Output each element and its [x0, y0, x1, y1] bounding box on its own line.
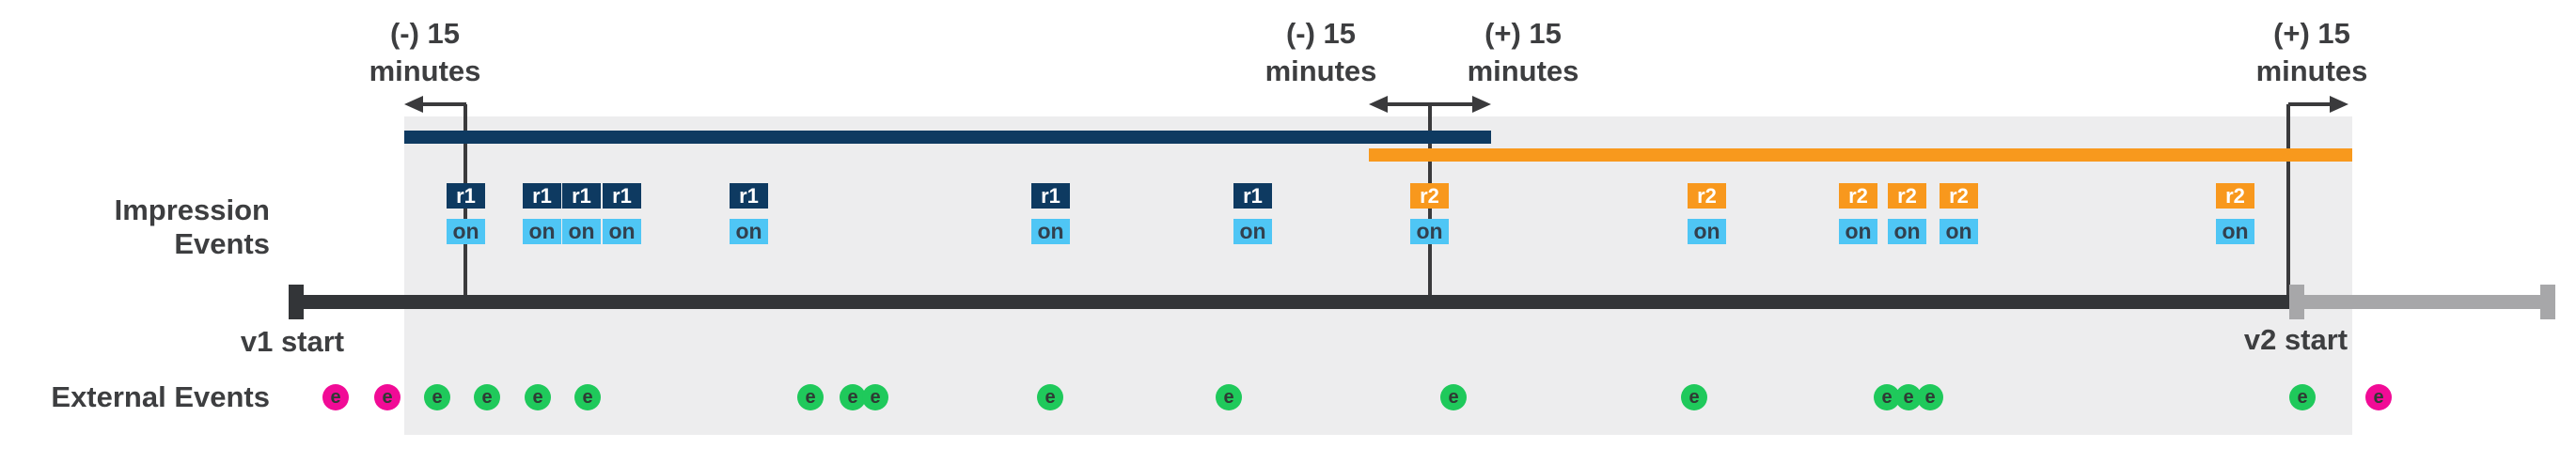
minus-15-label-middle: (-) 15 minutes	[1180, 15, 1462, 90]
arrowhead-left-icon	[404, 96, 423, 113]
impression-badge-r2: r2	[1839, 183, 1877, 209]
right-offset-arrow	[2288, 102, 2337, 106]
external-event-dot-green: e	[474, 384, 500, 410]
v1-start-tick	[289, 285, 304, 319]
impression-badge-r1: r1	[562, 183, 601, 209]
external-event-dot-green: e	[574, 384, 601, 410]
external-event-dot-green: e	[525, 384, 551, 410]
status-badge-on: on	[447, 219, 485, 244]
r1-active-bar	[404, 131, 1491, 144]
impression-badge-r1: r1	[523, 183, 561, 209]
v1-timeline-bar	[289, 295, 2289, 309]
external-event-dot-green: e	[797, 384, 824, 410]
impression-badge-r1: r1	[447, 183, 485, 209]
middle-offset-arrow	[1382, 102, 1478, 106]
external-event-dot-green: e	[862, 384, 888, 410]
plus-15-line1: (+) 15	[2273, 17, 2350, 50]
status-badge-on: on	[1688, 219, 1726, 244]
minus-15-line2: minutes	[369, 54, 481, 87]
status-badge-on: on	[1233, 219, 1272, 244]
plus-15-label-right: (+) 15 minutes	[2171, 15, 2453, 90]
status-badge-on: on	[1940, 219, 1978, 244]
external-event-dot-pink: e	[322, 384, 349, 410]
v2-start-marker-line	[2286, 104, 2290, 295]
minus-15-line1: (-) 15	[389, 17, 461, 50]
timeline-end-cap	[2540, 285, 2555, 319]
minus-15-line1: (-) 15	[1285, 17, 1357, 50]
plus-15-line2: minutes	[2255, 54, 2368, 87]
status-badge-on: on	[562, 219, 601, 244]
status-badge-on: on	[1031, 219, 1070, 244]
status-badge-on: on	[2216, 219, 2254, 244]
arrowhead-right-icon	[2330, 96, 2348, 113]
plus-15-line1: (+) 15	[1484, 17, 1562, 50]
minus-15-label-left: (-) 15 minutes	[284, 15, 566, 90]
v1-start-label: v1 start	[240, 325, 345, 358]
status-badge-on: on	[730, 219, 768, 244]
external-event-dot-green: e	[840, 384, 866, 410]
impression-badge-r2: r2	[1888, 183, 1926, 209]
external-event-dot-green: e	[424, 384, 450, 410]
impression-badge-r2: r2	[1940, 183, 1978, 209]
status-badge-on: on	[1888, 219, 1926, 244]
arrowhead-left-icon	[1369, 96, 1388, 113]
status-badge-on: on	[1839, 219, 1877, 244]
impression-events-row-label: Impression Events	[114, 193, 270, 260]
v2-start-tick	[2289, 285, 2304, 319]
r2-active-bar	[1369, 148, 2352, 162]
status-badge-on: on	[603, 219, 641, 244]
plus-15-label-middle: (+) 15 minutes	[1382, 15, 1664, 90]
status-badge-on: on	[1410, 219, 1449, 244]
external-events-row-label: External Events	[51, 380, 270, 413]
impression-badge-r1: r1	[1031, 183, 1070, 209]
external-event-dot-green: e	[1917, 384, 1943, 410]
status-badge-on: on	[523, 219, 561, 244]
impression-badge-r1: r1	[1233, 183, 1272, 209]
impression-badge-r2: r2	[1410, 183, 1449, 209]
minus-15-line2: minutes	[1264, 54, 1377, 87]
v2-start-label: v2 start	[2243, 323, 2348, 356]
external-event-dot-pink: e	[2365, 384, 2392, 410]
external-event-dot-green: e	[1681, 384, 1707, 410]
impression-badge-r1: r1	[603, 183, 641, 209]
external-event-dot-green: e	[2289, 384, 2316, 410]
external-event-dot-green: e	[1440, 384, 1467, 410]
arrowhead-right-icon	[1472, 96, 1491, 113]
plus-15-line2: minutes	[1467, 54, 1579, 87]
impression-badge-r2: r2	[1688, 183, 1726, 209]
external-event-dot-pink: e	[374, 384, 401, 410]
analysis-window-panel	[404, 116, 2352, 435]
v2-timeline-bar	[2289, 295, 2555, 309]
external-event-dot-green: e	[1037, 384, 1063, 410]
impression-badge-r1: r1	[730, 183, 768, 209]
left-offset-arrow	[419, 102, 466, 106]
impression-badge-r2: r2	[2216, 183, 2254, 209]
external-event-dot-green: e	[1216, 384, 1242, 410]
